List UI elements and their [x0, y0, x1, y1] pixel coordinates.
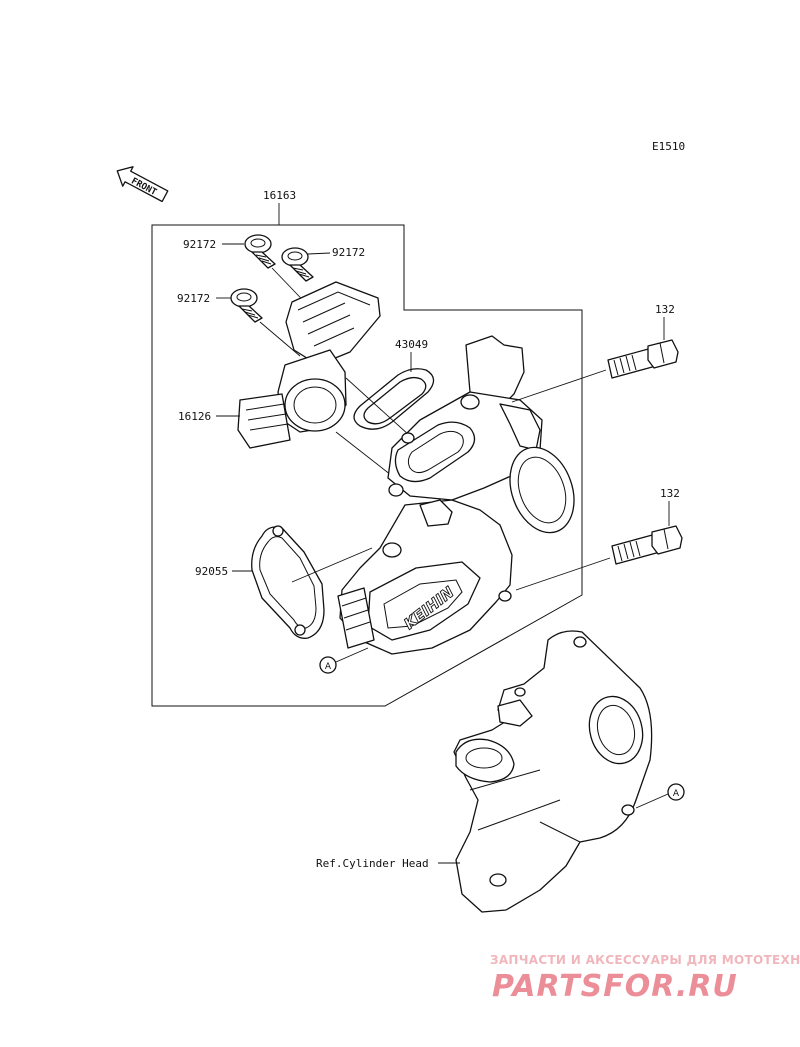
watermark-subtitle: ЗАПЧАСТИ И АКСЕССУАРЫ ДЛЯ МОТОТЕХНИКИ — [490, 953, 800, 967]
bolt-132-lower — [611, 525, 683, 565]
leader-92172-b — [307, 252, 331, 255]
ref-marker-upper — [319, 656, 337, 674]
part-label-16126: 16126 — [178, 410, 211, 423]
diagram-code: E1510 — [652, 140, 685, 153]
sensor-16126 — [237, 281, 381, 449]
screw-92172-c — [230, 288, 263, 323]
screw-92172-b — [281, 247, 314, 282]
gasket-92055 — [251, 525, 325, 639]
bolt-132-upper — [607, 339, 679, 379]
bolt-axis-upper — [511, 369, 607, 403]
gasket-axis — [291, 547, 373, 583]
part-label-92172-b: 92172 — [332, 246, 365, 259]
part-label-92055: 92055 — [195, 565, 228, 578]
part-label-92172-a: 92172 — [183, 238, 216, 251]
o-ring-43049 — [353, 368, 435, 430]
cylinder-head-manifold — [453, 630, 653, 913]
screw-92172-a — [244, 234, 276, 269]
assembly-boundary — [151, 224, 583, 707]
part-label-16163: 16163 — [263, 189, 296, 202]
part-label-43049: 43049 — [395, 338, 428, 351]
ref-cylinder-head-label: Ref.Cylinder Head — [316, 857, 429, 870]
ref-marker-lower-label: A — [673, 789, 680, 799]
bolt-axis-lower — [515, 557, 611, 591]
part-label-92172-c: 92172 — [177, 292, 210, 305]
throttle-body-lower: KEIHIN — [337, 499, 513, 655]
watermark-brand: PARTSFOR.RU — [492, 969, 738, 1004]
throttle-bore — [509, 446, 575, 534]
throttle-body-upper — [387, 335, 543, 501]
part-label-132-upper: 132 — [655, 303, 675, 316]
part-label-132-lower: 132 — [660, 487, 680, 500]
ref-marker-lower — [667, 783, 685, 801]
front-arrow-icon: FRONT — [116, 166, 169, 203]
ref-leader-lower — [635, 793, 669, 809]
ref-leader-upper — [335, 647, 369, 663]
ref-marker-upper-label: A — [325, 662, 332, 672]
screw-axis-c — [259, 321, 301, 357]
